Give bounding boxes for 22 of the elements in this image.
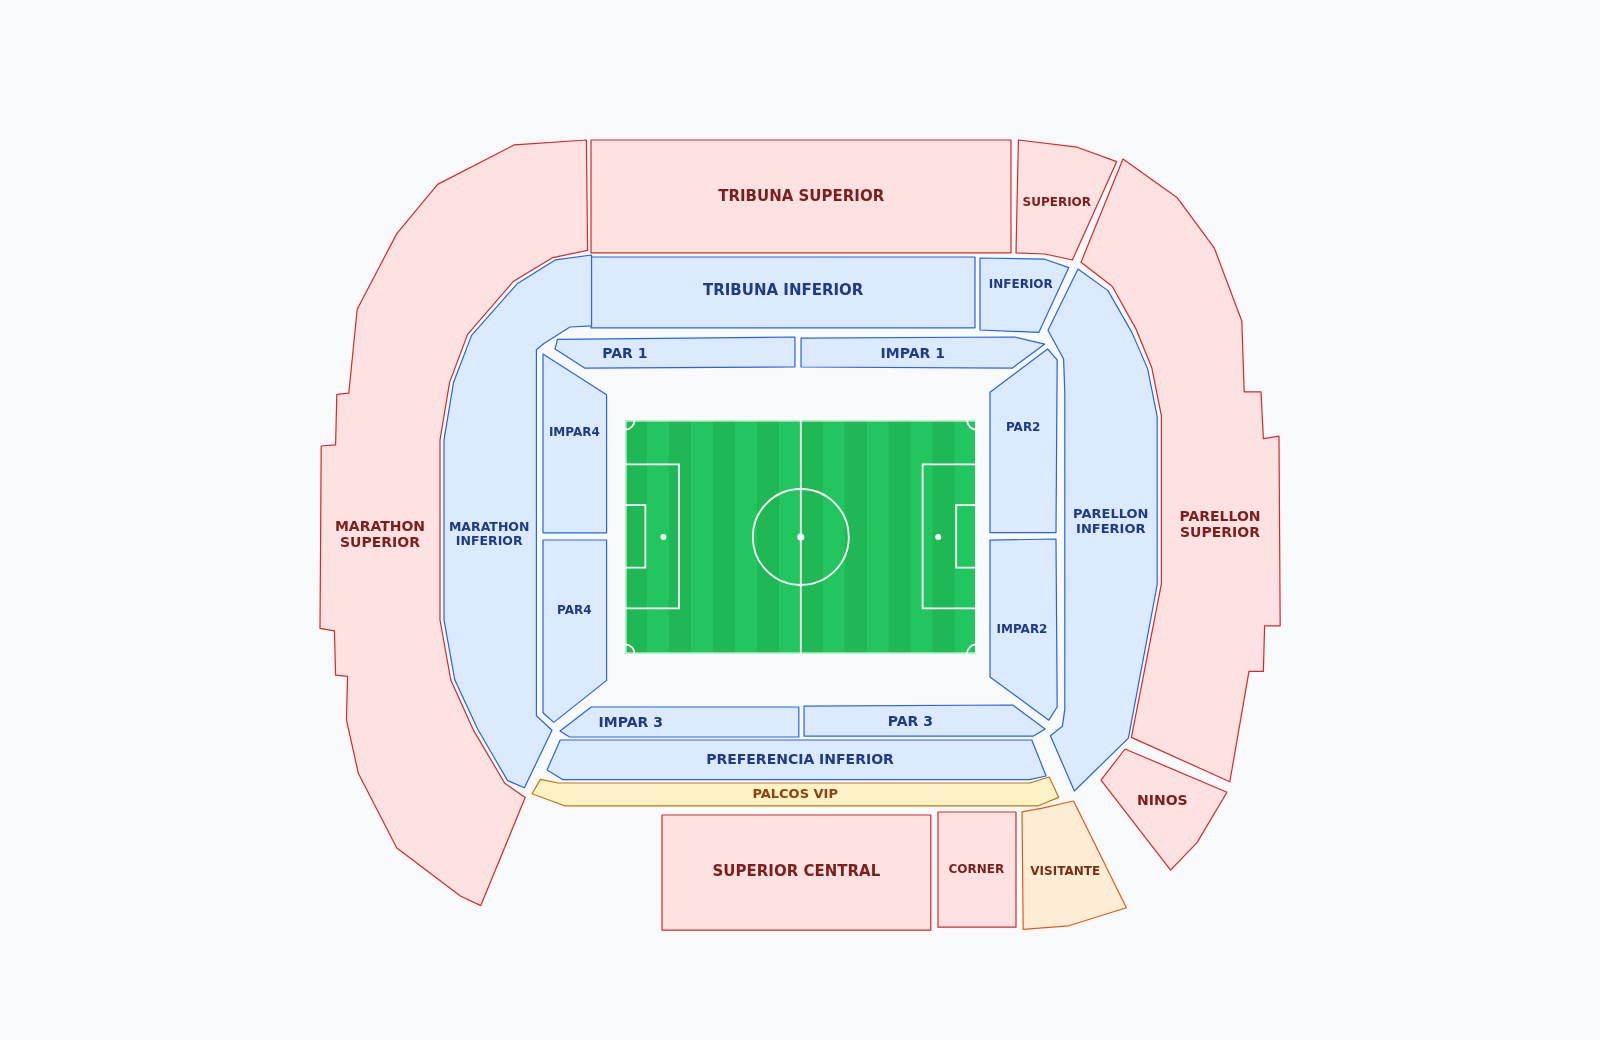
section-label: PAR4 xyxy=(557,603,592,618)
section-label: CORNER xyxy=(948,862,1005,877)
section-label: IMPAR2 xyxy=(996,622,1048,637)
section-label: PARELLON SUPERIOR xyxy=(1179,508,1261,541)
section-label: VISITANTE xyxy=(1030,865,1101,880)
section-label: PALCOS VIP xyxy=(752,786,838,802)
section-label: IMPAR4 xyxy=(548,426,600,440)
section-label: PAR 1 xyxy=(602,344,648,361)
section-label: TRIBUNA SUPERIOR xyxy=(718,187,885,206)
section-label: SUPERIOR CENTRAL xyxy=(712,863,881,881)
section-label: PARELLON INFERIOR xyxy=(1073,506,1149,537)
section-label: IMPAR 3 xyxy=(598,714,663,731)
section-label: MARATHON SUPERIOR xyxy=(334,517,426,550)
section-label: IMPAR 1 xyxy=(880,344,945,361)
section-label: MARATHON INFERIOR xyxy=(448,519,530,549)
section-label: PREFERENCIA INFERIOR xyxy=(706,751,894,768)
section-label: INFERIOR xyxy=(988,278,1053,293)
section-label: SUPERIOR xyxy=(1022,195,1092,210)
section-label: PAR2 xyxy=(1005,421,1041,436)
section-label: PAR 3 xyxy=(887,712,933,730)
section-label: NINOS xyxy=(1137,792,1188,809)
section-label: TRIBUNA INFERIOR xyxy=(702,282,864,300)
